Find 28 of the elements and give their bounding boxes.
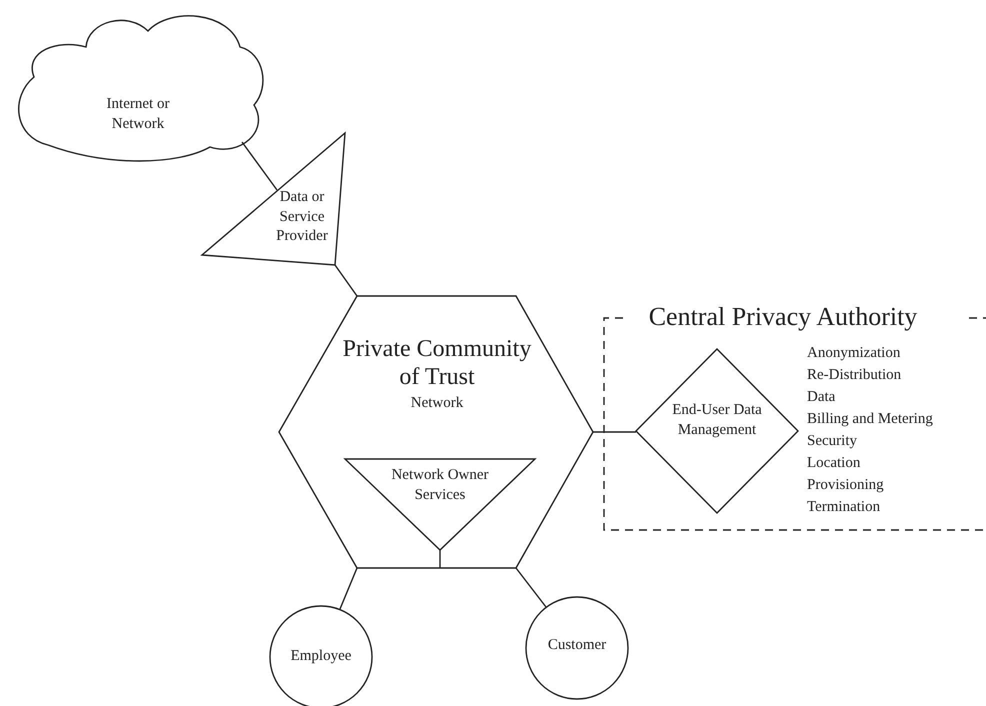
node-label: Employee [290,647,352,666]
triangle-shape [200,130,348,268]
node-label: Customer [546,636,608,655]
inverted-triangle-shape [343,457,537,552]
connector-line [339,568,358,610]
connector-line [515,568,547,608]
decision-diamond [636,349,798,513]
list-item: Re-Distribution [807,366,902,385]
node-sublabel: Network [410,394,464,413]
hexagon-shape [279,296,593,568]
region-title: Central Privacy Authority [648,302,918,332]
connector-line [593,431,636,433]
node-label: Data or Service Provider [275,188,329,246]
connector-line [439,550,441,568]
list-item: Data [807,388,836,407]
connector-line [241,142,278,190]
list-item: Security [807,432,857,451]
list-item: Termination [807,498,880,517]
node-label: End-User Data Management [671,401,763,440]
connector-line [334,264,358,296]
node-label: Internet or Network [106,95,170,134]
node-label: Private Community of Trust [342,336,532,392]
list-item: Location [807,454,860,473]
list-item: Anonymization [807,344,900,363]
list-item: Billing and Metering [807,410,933,429]
circle-shape [525,596,629,700]
list-item: Provisioning [807,476,884,495]
node-label: Network Owner Services [390,466,490,504]
